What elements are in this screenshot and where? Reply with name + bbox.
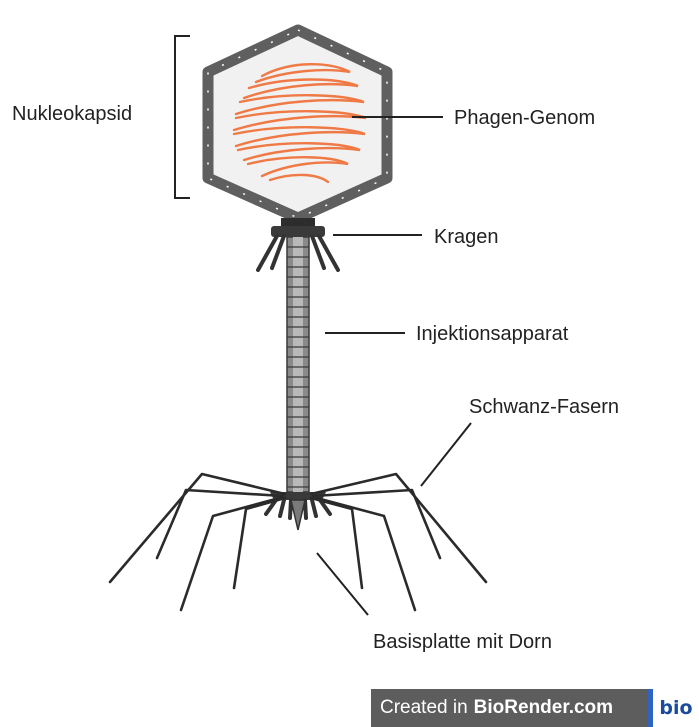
tail-tube bbox=[287, 237, 309, 492]
nucleocapsid-bracket bbox=[175, 36, 190, 198]
label-schwanz-fasern: Schwanz-Fasern bbox=[469, 396, 619, 418]
capsid bbox=[208, 30, 387, 218]
label-basisplatte: Basisplatte mit Dorn bbox=[373, 631, 552, 653]
label-kragen: Kragen bbox=[434, 226, 499, 248]
badge-prefix: Created in bbox=[380, 697, 468, 719]
biorender-badge-text: Created in BioRender.com bbox=[371, 689, 647, 727]
label-injektionsapparat: Injektionsapparat bbox=[416, 323, 569, 345]
label-phagen-genom: Phagen-Genom bbox=[454, 107, 595, 129]
baseplate-spike bbox=[291, 500, 305, 530]
tail-fibers-leader bbox=[421, 423, 471, 486]
biorender-badge[interactable]: Created in BioRender.com bio bbox=[371, 689, 699, 727]
biorender-logo-icon: bio bbox=[647, 689, 699, 727]
label-nukleokapsid: Nukleokapsid bbox=[12, 103, 132, 125]
badge-brand: BioRender.com bbox=[474, 697, 613, 719]
